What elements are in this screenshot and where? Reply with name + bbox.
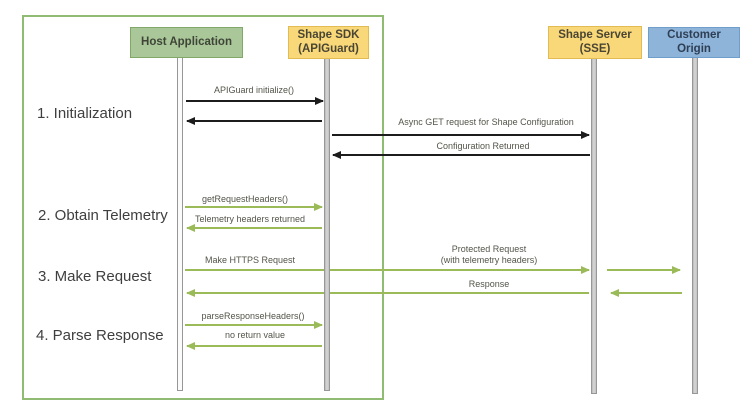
arrow-apiguard-initialize: [186, 100, 323, 102]
actor-shape-sdk-label: Shape SDK (APIGuard): [297, 29, 360, 55]
arrow-response: [187, 292, 589, 294]
actor-shape-server-label: Shape Server (SSE): [558, 29, 632, 55]
actor-host-application-label: Host Application: [141, 35, 232, 48]
msg-label-no-return-value: no return value: [224, 330, 286, 340]
msg-label-configuration-returned: Configuration Returned: [436, 141, 530, 151]
arrow-async-get-request: [332, 134, 589, 136]
arrow-telemetry-headers-returned: [187, 227, 322, 229]
msg-label-async-get-request: Async GET request for Shape Configuratio…: [398, 117, 574, 127]
actor-customer-origin: Customer Origin: [648, 27, 740, 58]
actor-shape-sdk: Shape SDK (APIGuard): [288, 26, 369, 59]
section-label-make-request: 3. Make Request: [38, 268, 152, 285]
section-label-initialization: 1. Initialization: [37, 105, 133, 122]
msg-label-apiguard-initialize: APIGuard initialize(): [213, 85, 295, 95]
sdk-boundary-box: [22, 15, 384, 400]
arrow-configuration-returned: [333, 154, 590, 156]
lifeline-host-application: [177, 57, 183, 391]
msg-label-response: Response: [468, 279, 510, 289]
actor-host-application: Host Application: [130, 27, 243, 58]
msg-label-parse-response-headers: parseResponseHeaders(): [201, 311, 305, 321]
arrow-no-return-value: [187, 345, 322, 347]
section-label-obtain-telemetry: 2. Obtain Telemetry: [38, 207, 168, 224]
arrow-initialize-return: [187, 120, 322, 122]
arrow-server-to-origin: [607, 269, 680, 271]
msg-label-telemetry-headers-returned: Telemetry headers returned: [194, 214, 306, 224]
lifeline-shape-sdk: [324, 57, 330, 391]
actor-customer-origin-label: Customer Origin: [667, 29, 721, 55]
arrow-get-request-headers: [185, 206, 322, 208]
actor-shape-server: Shape Server (SSE): [548, 26, 642, 59]
lifeline-shape-server: [591, 57, 597, 394]
section-label-parse-response: 4. Parse Response: [36, 327, 164, 344]
msg-label-make-https-request: Make HTTPS Request: [204, 255, 296, 265]
msg-label-protected-request: Protected Request (with telemetry header…: [440, 244, 538, 265]
msg-label-get-request-headers: getRequestHeaders(): [201, 194, 289, 204]
lifeline-customer-origin: [692, 57, 698, 394]
arrow-parse-response-headers: [185, 324, 322, 326]
arrow-make-https-request: [185, 269, 589, 271]
arrow-origin-to-server-return: [611, 292, 682, 294]
